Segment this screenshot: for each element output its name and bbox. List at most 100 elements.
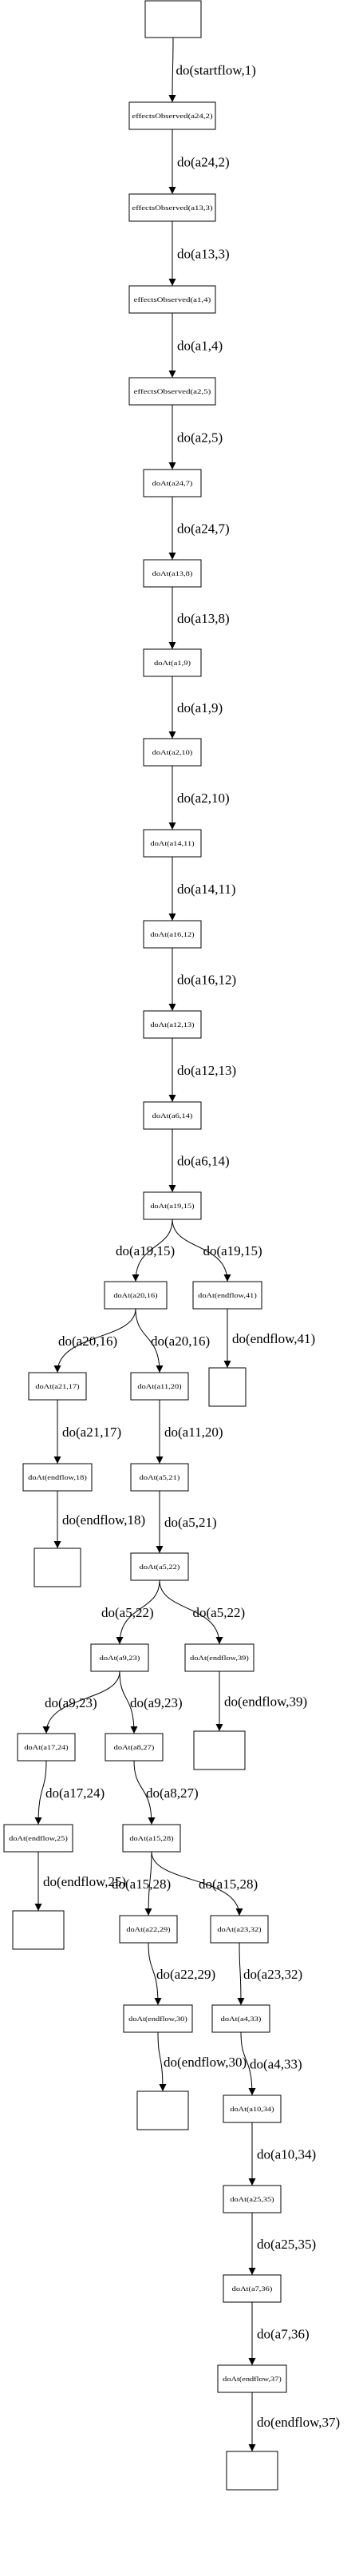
action-node: doAt(a6,14) [143, 1101, 202, 1130]
node-box [22, 1463, 93, 1492]
edge-arrow [172, 1219, 231, 1282]
edge: do(a22,29) [148, 1942, 215, 2006]
node-box [223, 2094, 282, 2123]
action-node: doAt(a2,10) [143, 738, 202, 767]
edge: do(a15,28) [112, 1851, 171, 1916]
action-node: doAt(a13,8) [143, 559, 202, 588]
node-box [104, 1281, 168, 1310]
edge-label: do(a14,11) [177, 882, 236, 897]
terminal-node [34, 1548, 81, 1587]
edge-label: do(a19,15) [203, 1243, 262, 1258]
node-box [90, 1643, 149, 1672]
node-label: doAt(endflow,30) [128, 2015, 187, 2023]
action-node: effectsObserved(a1,4) [128, 285, 216, 314]
action-node: doAt(a16,12) [143, 920, 202, 949]
node-label: doAt(a19,15) [150, 1202, 194, 1210]
edge-arrow [133, 1760, 156, 1825]
edge: do(a24,7) [168, 497, 230, 560]
node-box [34, 1548, 81, 1587]
node-label: doAt(a24,7) [152, 479, 193, 487]
node-label: doAt(a9,23) [100, 1654, 140, 1662]
node-label: doAt(a5,21) [140, 1473, 180, 1481]
edge: do(a4,33) [240, 2031, 302, 2096]
action-node: doAt(a24,7) [143, 469, 202, 497]
terminal-node [226, 2451, 278, 2491]
node-label: doAt(endflow,39) [190, 1654, 249, 1662]
node-box [217, 2364, 287, 2393]
node-label: doAt(a13,8) [152, 569, 193, 577]
edge-arrow [34, 1760, 47, 1825]
node-label: doAt(a20,16) [113, 1291, 157, 1299]
edge-label: do(a25,35) [257, 2237, 316, 2252]
edge-label: do(a5,21) [164, 1515, 217, 1530]
action-node: doAt(a15,28) [122, 1824, 181, 1853]
edge: do(endflow,39) [215, 1671, 307, 1731]
edge: do(a20,16) [53, 1308, 136, 1373]
edge: do(a25,35) [248, 2213, 316, 2275]
action-node: doAt(endflow,25) [3, 1824, 73, 1853]
edge-label: do(a20,16) [151, 1334, 210, 1349]
action-node: doAt(endflow,18) [22, 1463, 93, 1492]
edge-label: do(a7,36) [257, 2327, 310, 2342]
edge: do(a16,12) [168, 948, 236, 1011]
action-node: doAt(a10,34) [223, 2094, 282, 2123]
node-box [128, 377, 216, 406]
node-box [122, 1824, 181, 1853]
node-box [184, 1643, 254, 1672]
edge-label: do(endflow,41) [232, 1331, 315, 1346]
edge: do(endflow,30) [157, 2031, 247, 2092]
edge-label: do(a15,28) [199, 1877, 258, 1892]
node-label: doAt(endflow,37) [223, 2375, 282, 2383]
node-label: doAt(a1,9) [154, 659, 191, 667]
node-box [17, 1733, 76, 1762]
node-box [143, 738, 202, 767]
edge: do(a9,23) [42, 1670, 120, 1734]
node-label: effectsObserved(a2,5) [134, 387, 211, 395]
terminal-node [12, 1910, 65, 1950]
node-box [123, 2004, 193, 2033]
edge-label: do(a1,4) [177, 339, 223, 354]
action-node: doAt(a5,22) [130, 1552, 189, 1581]
edge: do(a24,2) [168, 129, 230, 194]
node-box [130, 1372, 189, 1401]
node-box [210, 1915, 269, 1944]
edge-label: do(a15,28) [112, 1877, 171, 1892]
node-box [105, 1733, 164, 1762]
action-node: doAt(a22,29) [119, 1915, 178, 1944]
node-box [144, 0, 202, 38]
node-label: effectsObserved(a24,2) [132, 112, 212, 120]
edge-arrow [119, 1670, 138, 1734]
node-label: doAt(endflow,18) [28, 1473, 87, 1481]
node-label: doAt(a12,13) [150, 1020, 194, 1028]
node-box [143, 1191, 202, 1220]
node-box [143, 648, 202, 677]
node-label: doAt(a15,28) [129, 1834, 173, 1842]
edge: do(a15,28) [151, 1851, 258, 1916]
terminal-node [136, 2091, 189, 2130]
node-label: doAt(a8,27) [114, 1743, 155, 1751]
edge-label: do(a9,23) [130, 1695, 183, 1710]
edge-arrow [159, 1579, 223, 1645]
node-box [193, 1730, 246, 1770]
edge-arrow [240, 2031, 256, 2096]
edge-label: do(a20,16) [58, 1334, 117, 1349]
edge-label: do(a9,23) [45, 1695, 97, 1710]
edge: do(a20,16) [135, 1308, 210, 1373]
node-box [143, 1101, 202, 1130]
node-label: doAt(a6,14) [152, 1112, 193, 1120]
edge-label: do(a1,9) [177, 700, 223, 715]
node-label: effectsObserved(a13,3) [132, 204, 212, 212]
edge-label: do(a11,20) [164, 1425, 223, 1440]
action-node: doAt(a1,9) [143, 648, 202, 677]
action-node: doAt(a8,27) [105, 1733, 164, 1762]
edge: do(a10,34) [248, 2122, 316, 2186]
edge: do(endflow,41) [223, 1309, 315, 1368]
edge-label: do(endflow,37) [257, 2415, 340, 2430]
node-label: effectsObserved(a1,4) [134, 295, 211, 303]
node-label: doAt(a21,17) [35, 1382, 79, 1390]
node-box [143, 469, 202, 497]
node-box [130, 1463, 189, 1492]
edge-label: do(endflow,18) [62, 1512, 145, 1528]
node-label: doAt(a22,29) [126, 1925, 170, 1933]
